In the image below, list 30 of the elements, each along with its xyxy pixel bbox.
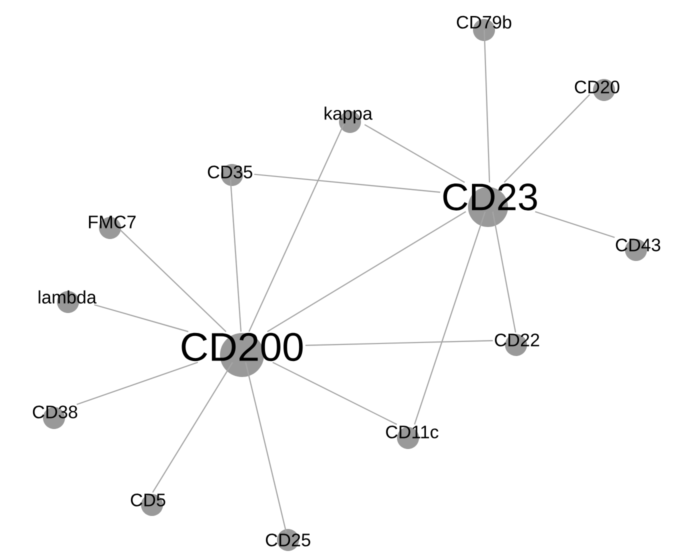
- network-node: kappa: [324, 106, 372, 133]
- network-node: lambda: [38, 290, 96, 313]
- network-edge: [254, 174, 440, 193]
- network-node: CD11c: [386, 426, 438, 449]
- network-edge: [414, 211, 486, 425]
- network-edge: [272, 362, 398, 425]
- network-edge: [504, 94, 590, 183]
- network-edge: [492, 212, 516, 333]
- network-node: CD25: [266, 529, 310, 551]
- network-node: CD38: [32, 406, 78, 429]
- network-edge: [230, 180, 242, 332]
- network-node: CD20: [574, 79, 620, 101]
- network-edge: [484, 30, 490, 182]
- network-edge: [245, 362, 287, 533]
- network-edge: [152, 362, 234, 493]
- network-node: CD43: [616, 238, 660, 261]
- network-edge: [364, 124, 465, 183]
- network-edge: [119, 229, 226, 332]
- network-edge: [248, 124, 344, 332]
- network-edge: [305, 340, 493, 346]
- network-edge: [535, 211, 615, 238]
- network-node: CD23: [443, 184, 537, 227]
- network-node: CD35: [208, 164, 252, 186]
- network-node: CD22: [494, 334, 540, 356]
- network-edge: [76, 362, 198, 405]
- network-edge: [267, 211, 466, 332]
- network-edge: [94, 304, 188, 332]
- network-node: CD79b: [456, 15, 512, 41]
- network-node: FMC7: [88, 216, 136, 239]
- network-node: CD200: [182, 332, 303, 377]
